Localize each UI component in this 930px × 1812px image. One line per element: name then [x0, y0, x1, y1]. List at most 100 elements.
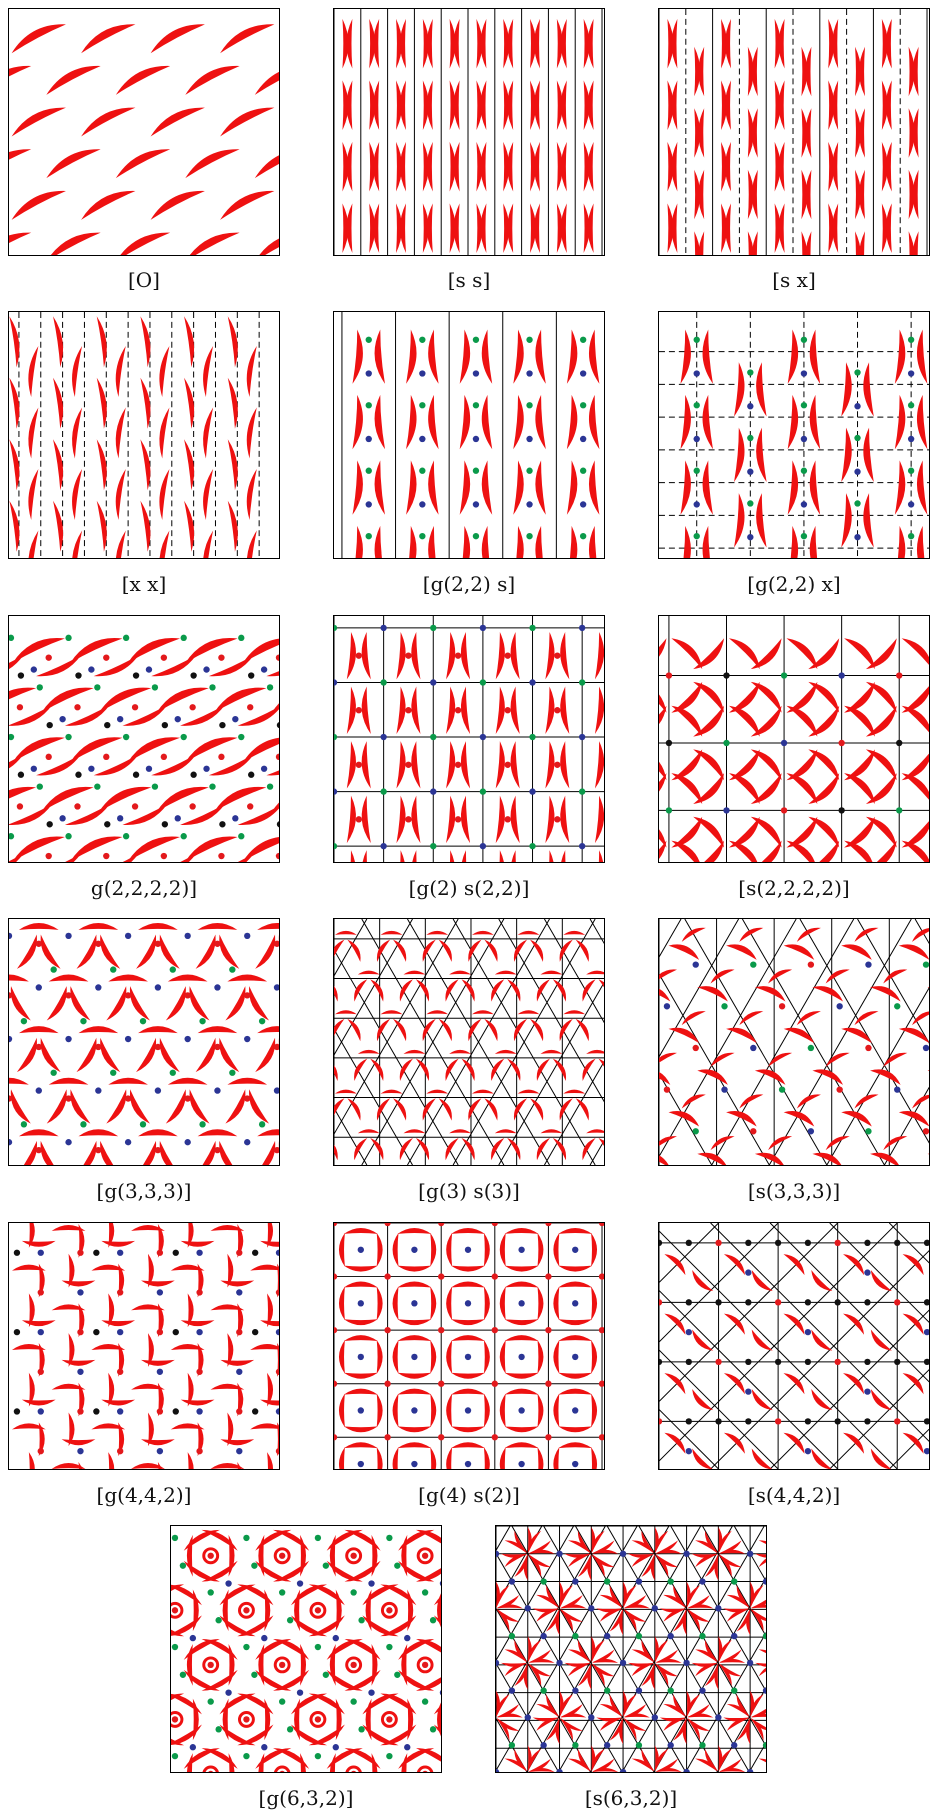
- rotation-center-dot: [864, 1418, 870, 1424]
- rotation-center-dot: [864, 1269, 870, 1275]
- rotation-center-dot: [181, 635, 187, 641]
- motif-shape: [237, 1579, 276, 1605]
- motif-shape: [843, 1369, 868, 1394]
- rotation-center-dot: [46, 654, 52, 660]
- motif-shape: [196, 1038, 222, 1076]
- rotation-center-dot: [747, 1551, 753, 1557]
- pattern-s2222-svg: [659, 616, 929, 862]
- rotation-center-dot: [545, 1381, 551, 1387]
- rotation-center-dot: [419, 468, 425, 474]
- pattern-panel-o: [8, 8, 280, 256]
- motif-shape: [9, 986, 31, 1024]
- motif-shape: [451, 1282, 485, 1288]
- rotation-center-dot: [75, 672, 81, 678]
- motif-shape: [78, 1129, 118, 1136]
- rotation-center-dot: [473, 468, 479, 474]
- motif-shape: [886, 142, 892, 192]
- rotation-center-dot: [693, 1045, 699, 1051]
- rotation-center-dot: [276, 754, 279, 760]
- motif-shape: [480, 19, 486, 69]
- rotation-center-dot: [252, 1408, 258, 1414]
- rotation-center-dot: [36, 1147, 42, 1153]
- motif-shape: [454, 19, 460, 69]
- rotation-center-dot: [924, 1359, 929, 1365]
- motif-shape: [698, 231, 704, 255]
- motif-shape: [198, 923, 238, 930]
- rotation-center-dot: [103, 853, 109, 859]
- motif-shape: [377, 1286, 383, 1320]
- mirror-line: [659, 919, 796, 1165]
- rotation-center-dot: [745, 1299, 751, 1305]
- motif-shape: [419, 1096, 436, 1121]
- motif-shape: [123, 804, 171, 831]
- motif-shape: [9, 58, 31, 95]
- motif-shape: [166, 986, 192, 1024]
- motif-shape: [9, 183, 66, 220]
- motif-shape: [805, 108, 811, 158]
- motif-shape: [377, 1233, 383, 1267]
- mirror-line: [659, 919, 712, 1165]
- motif-shape: [591, 1447, 597, 1469]
- rotation-center-dot: [38, 1289, 44, 1295]
- motif-shape: [77, 935, 103, 973]
- rotation-center-dot: [9, 1139, 12, 1145]
- rotation-center-dot: [229, 1070, 235, 1076]
- motif-shape: [237, 1615, 276, 1641]
- motif-shape: [480, 142, 486, 192]
- rotation-center-dot: [279, 1662, 285, 1668]
- motif-shape: [381, 1090, 403, 1094]
- rotation-center-dot: [438, 1273, 444, 1279]
- rotation-center-dot: [808, 1045, 814, 1051]
- motif-shape: [899, 1106, 929, 1127]
- motif-shape: [533, 1135, 550, 1160]
- motif-shape: [181, 1241, 215, 1247]
- motif-shape: [586, 1129, 604, 1133]
- rotation-center-dot: [836, 1086, 842, 1092]
- motif-shape: [808, 460, 821, 515]
- motif-shape: [500, 1447, 506, 1469]
- rotation-center-dot: [666, 740, 672, 746]
- rotation-center-dot: [694, 402, 700, 408]
- motif-shape: [899, 939, 929, 960]
- rotation-center-dot: [384, 1434, 390, 1440]
- motif-shape: [563, 1090, 585, 1094]
- motif-shape: [69, 530, 82, 558]
- rotation-center-dot: [896, 672, 902, 678]
- rotation-center-dot: [579, 679, 585, 685]
- motif-shape: [915, 526, 928, 558]
- motif-shape: [563, 1010, 585, 1014]
- rotation-center-dot: [438, 1223, 444, 1226]
- rotation-center-dot: [835, 1359, 841, 1365]
- rotation-center-dot: [366, 501, 372, 507]
- rotation-center-dot: [196, 1250, 202, 1256]
- motif-shape: [395, 1561, 434, 1587]
- rotation-center-dot: [404, 1635, 410, 1641]
- motif-shape: [182, 730, 238, 762]
- rotation-center-dot: [659, 1418, 662, 1424]
- rotation-center-dot: [924, 1418, 929, 1424]
- rotation-center-dot: [65, 992, 71, 998]
- motif-shape: [556, 1016, 573, 1041]
- rotation-center-dot: [455, 816, 461, 822]
- rotation-center-dot: [805, 1299, 811, 1305]
- rotation-center-dot: [411, 1247, 417, 1253]
- rotation-center-dot: [37, 684, 43, 690]
- rotation-center-dot: [386, 1644, 392, 1650]
- rotation-center-dot: [218, 754, 224, 760]
- rotation-center-dot: [854, 534, 860, 540]
- motif-shape: [359, 1688, 398, 1714]
- rotation-center-dot: [473, 402, 479, 408]
- motif-shape: [599, 1056, 604, 1081]
- rotation-center-dot: [908, 337, 914, 343]
- rotation-center-dot: [366, 468, 372, 474]
- rotation-center-dot: [21, 1121, 27, 1127]
- pattern-panel-g22s: [333, 311, 605, 559]
- rotation-center-dot: [805, 1448, 811, 1454]
- rotation-center-dot: [199, 1121, 205, 1127]
- rotation-center-dot: [652, 1605, 658, 1611]
- rotation-center-dot: [334, 625, 337, 631]
- rotation-center-dot: [525, 1605, 531, 1611]
- rotation-center-dot: [368, 1689, 374, 1695]
- motif-shape: [472, 1010, 494, 1014]
- rotation-center-dot: [251, 1563, 257, 1569]
